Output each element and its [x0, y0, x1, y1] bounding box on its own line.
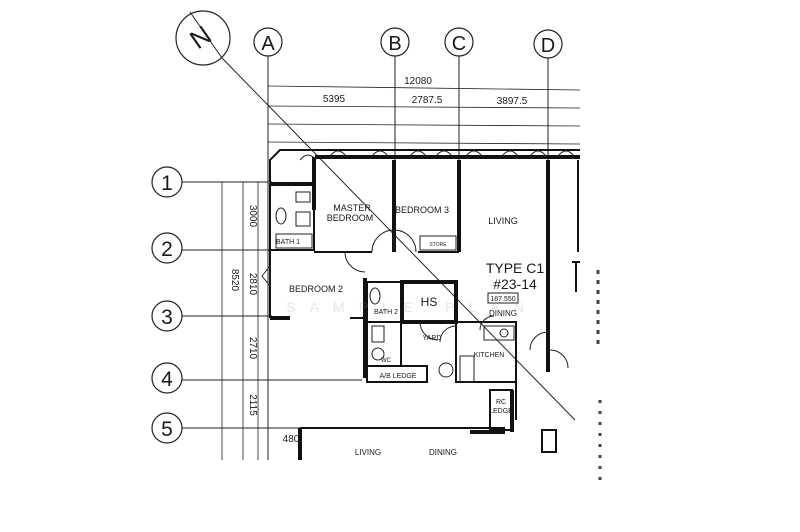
rc-ledge-label-line1: RC — [496, 399, 506, 406]
grid-col-a-label: A — [261, 33, 275, 55]
unit-info: TYPE C1 #23-14 187.550 — [486, 260, 545, 304]
left-dimensions: 8520 3000 2810 2710 2115 480 — [221, 182, 300, 460]
dim-row-45: 2115 — [247, 394, 258, 416]
unit-type-label: TYPE C1 — [486, 260, 545, 276]
dim-row-34: 2710 — [247, 337, 258, 360]
room-labels: MASTER BEDROOM BEDROOM 3 LIVING BEDROOM … — [276, 203, 518, 457]
fixtures — [275, 191, 515, 383]
living-label: LIVING — [488, 216, 518, 226]
dim-overall-depth: 8520 — [229, 269, 240, 292]
ab-ledge-label: A/B LEDGE — [380, 373, 417, 380]
dining-label: DINING — [489, 309, 517, 318]
grid-row-4-label: 4 — [161, 368, 173, 391]
dim-row-12: 3000 — [247, 205, 258, 228]
bedroom-2-label: BEDROOM 2 — [289, 284, 343, 294]
kitchen-label: KITCHEN — [474, 352, 505, 359]
grid-col-c-label: C — [452, 33, 466, 55]
row-grid: 1 2 3 4 5 — [151, 166, 362, 444]
master-bedroom-label-line1: MASTER — [333, 203, 371, 213]
wc-label: WC — [381, 358, 392, 364]
lower-dining-label: DINING — [429, 448, 457, 457]
dim-col-bc: 2787.5 — [412, 95, 443, 106]
walls — [269, 149, 580, 460]
grid-row-2-label: 2 — [161, 238, 173, 261]
scan-edge-noise — [596, 270, 602, 480]
store-label: STORE — [429, 242, 447, 248]
rc-ledge-label-line2: LEDGE — [489, 408, 513, 415]
column-grid: A B C D — [253, 27, 563, 460]
yard-label: YARD — [423, 335, 442, 342]
master-bedroom-label-line2: BEDROOM — [327, 213, 374, 223]
grid-row-3-label: 3 — [161, 306, 173, 329]
lower-living-label: LIVING — [355, 448, 381, 457]
dim-overall-width: 12080 — [404, 76, 432, 87]
unit-area-label: 187.550 — [490, 296, 515, 303]
dim-row-23: 2810 — [247, 273, 258, 296]
door-swings — [261, 229, 569, 369]
bath-2-label: BATH 2 — [374, 309, 398, 316]
unit-number-label: #23-14 — [493, 276, 537, 292]
grid-row-5-label: 5 — [161, 418, 173, 441]
dim-ledge-depth: 480 — [283, 434, 300, 445]
dim-col-ab: 5395 — [323, 94, 346, 105]
bath-1-label: BATH 1 — [276, 239, 300, 246]
hs-label: HS — [421, 295, 438, 309]
top-dimensions: 12080 5395 2787.5 3897.5 — [267, 76, 581, 145]
north-symbol: N — [175, 10, 231, 66]
grid-row-1-label: 1 — [161, 172, 173, 195]
neighbour-unit-partial — [541, 261, 580, 453]
grid-col-d-label: D — [541, 35, 555, 57]
bedroom-3-label: BEDROOM 3 — [395, 205, 449, 215]
grid-col-b-label: B — [388, 33, 401, 55]
watermark: SAMPLE PLAN — [286, 299, 537, 315]
dim-col-cd: 3897.5 — [497, 96, 528, 107]
